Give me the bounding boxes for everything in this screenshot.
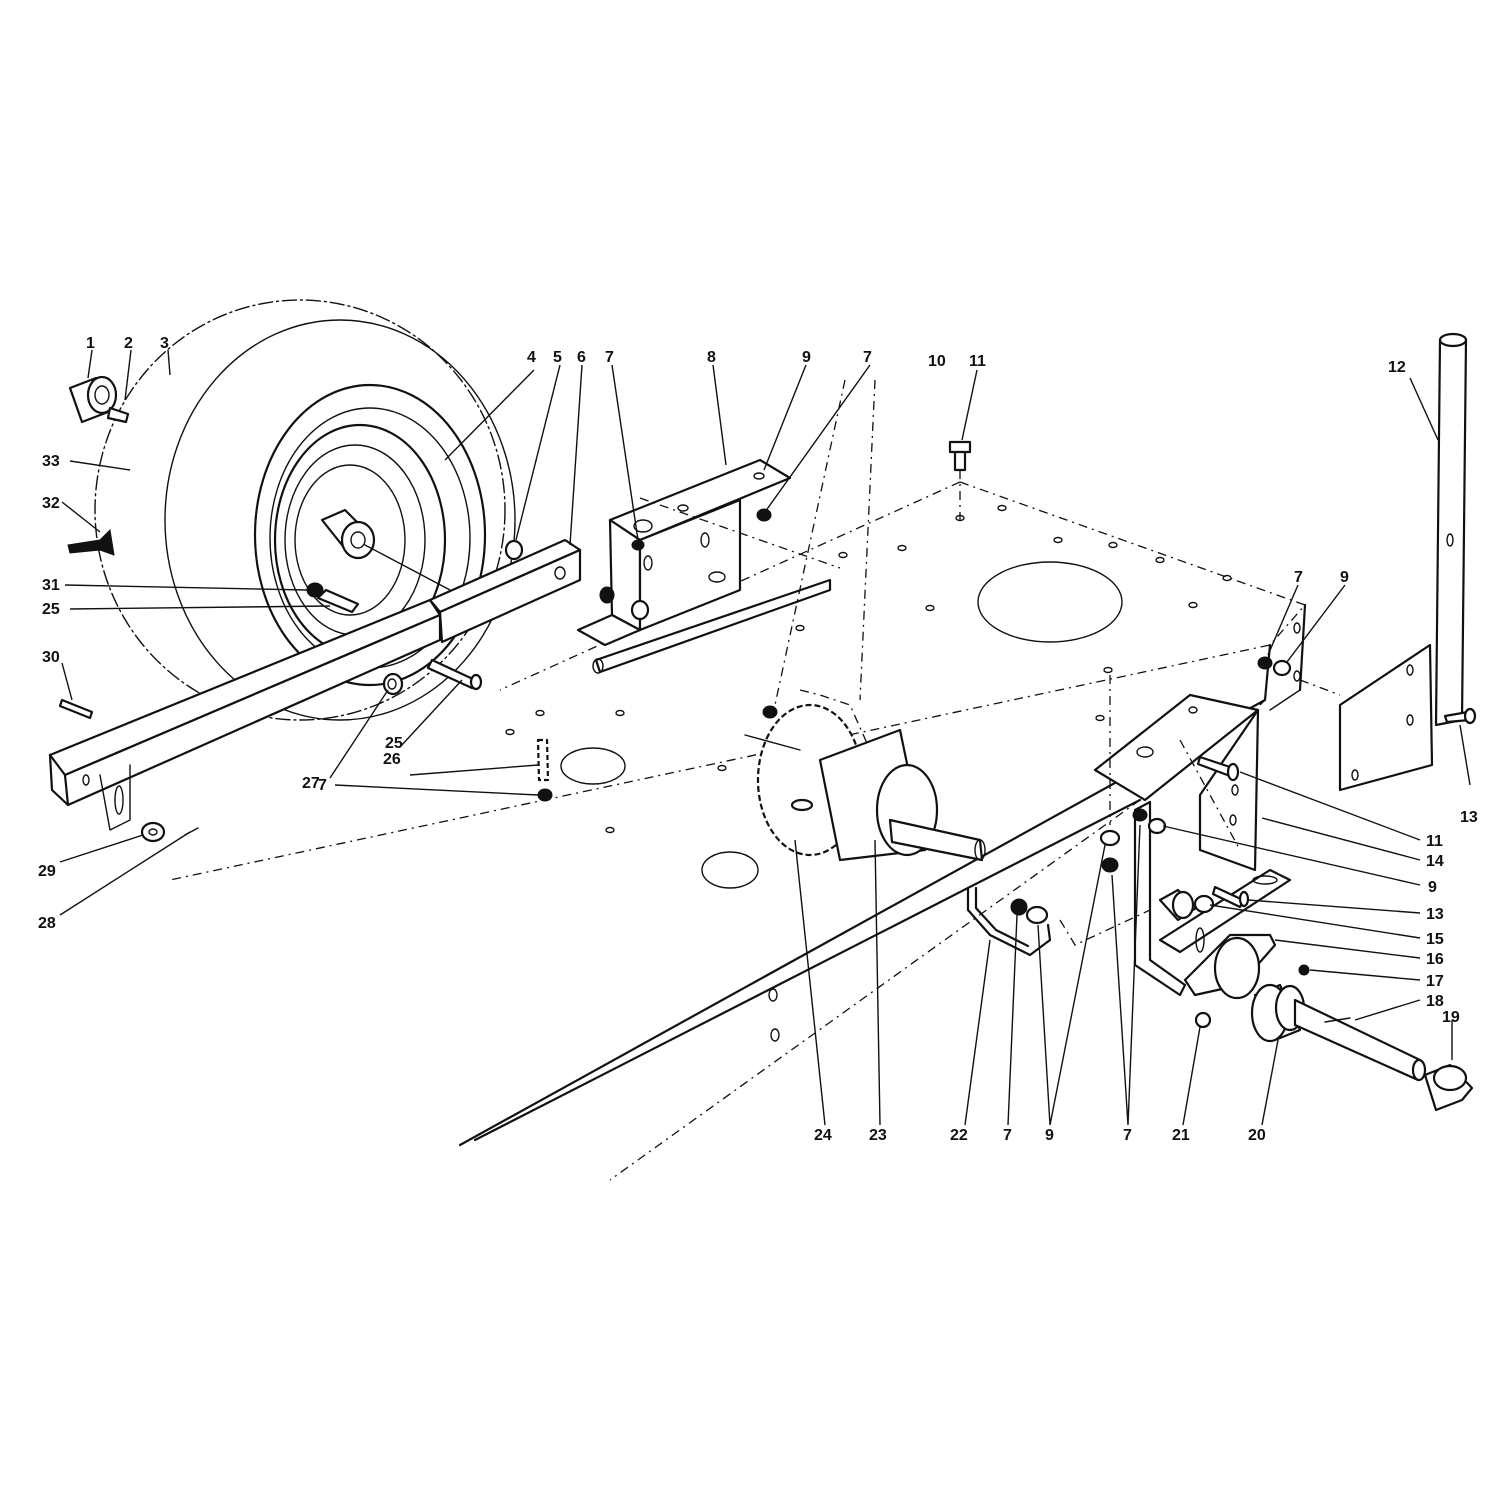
callout-2: 2 [124, 335, 133, 352]
callout-7: 7 [318, 777, 327, 794]
callout-4: 4 [527, 349, 536, 366]
bolt-26 [426, 658, 477, 690]
callout-27: 27 [302, 775, 320, 792]
post-tube [1434, 338, 1468, 727]
pin-25 [316, 588, 360, 614]
nut-7a [631, 539, 645, 551]
callout-7: 7 [1003, 1127, 1012, 1144]
callout-25: 25 [42, 601, 60, 618]
nut-7h [1010, 898, 1028, 916]
callout-20: 20 [1248, 1127, 1266, 1144]
axle-rod [594, 578, 832, 674]
callout-8: 8 [707, 349, 716, 366]
bracket-14 [1093, 656, 1292, 997]
callout-31: 31 [42, 577, 60, 594]
washer-9d [1025, 905, 1049, 925]
nut-21 [1194, 1011, 1212, 1029]
nut-7b [756, 508, 772, 522]
tire-33 [94, 299, 506, 721]
callout-28: 28 [38, 915, 56, 932]
callout-14: 14 [1426, 853, 1444, 870]
bracket-13-slot [1158, 868, 1292, 954]
callout-1: 1 [86, 335, 95, 352]
plate [1338, 643, 1434, 792]
callout-9: 9 [1340, 569, 1349, 586]
callout-32: 32 [42, 495, 60, 512]
callout-25: 25 [385, 735, 403, 752]
rim-outer [253, 383, 487, 687]
callout-29: 29 [38, 863, 56, 880]
shaft [1293, 998, 1422, 1082]
callout-9: 9 [1045, 1127, 1054, 1144]
callout-5: 5 [553, 349, 562, 366]
nut-7d [762, 705, 778, 719]
axle-bracket-front [48, 598, 442, 777]
washer-9e [1099, 829, 1121, 847]
bolt-13b [1211, 885, 1245, 909]
deck-opening-front [701, 851, 759, 889]
nut-7f [1132, 808, 1148, 822]
wheel-assembly [67, 299, 516, 721]
callout-30: 30 [42, 649, 60, 666]
nut-5 [504, 539, 524, 561]
nut-7c [537, 788, 553, 802]
leader-lines [59, 349, 1471, 1126]
callout-13: 13 [1460, 809, 1478, 826]
callout-12: 12 [1388, 359, 1406, 376]
pin-25b [536, 738, 550, 782]
callout-18: 18 [1426, 993, 1444, 1010]
mount-bracket-8 [576, 458, 841, 647]
deck-opening-large [977, 561, 1123, 643]
callout-11: 11 [1426, 833, 1443, 850]
callout-3: 3 [160, 335, 169, 352]
callout-33: 33 [42, 453, 60, 470]
callout-7: 7 [1294, 569, 1303, 586]
callout-21: 21 [1172, 1127, 1190, 1144]
callout-17: 17 [1426, 973, 1444, 990]
callout-19: 19 [1442, 1009, 1460, 1026]
bolt-11-top [948, 440, 972, 520]
axle-brackets [48, 538, 832, 843]
callout-9: 9 [802, 349, 811, 366]
callout-7: 7 [605, 349, 614, 366]
callout-labels: 1 2 3 4 5 6 7 8 9 7 10 11 12 33 32 31 25… [38, 335, 1478, 1144]
post-12 [1299, 332, 1477, 792]
callout-24: 24 [814, 1127, 832, 1144]
rod-22 [966, 886, 1151, 957]
nut-7g [1101, 857, 1119, 873]
bolt-30 [58, 698, 94, 720]
valve-stem-2 [106, 406, 130, 424]
nut-7e [1257, 656, 1273, 670]
callout-23: 23 [869, 1127, 887, 1144]
callout-9: 9 [1428, 879, 1437, 896]
washer-29 [140, 821, 166, 843]
valve-32 [67, 528, 115, 556]
sprocket-assembly [744, 379, 986, 862]
key-18 [1324, 1017, 1351, 1023]
deck-opening-left [560, 747, 626, 785]
sprocket-teeth-10 [799, 689, 871, 751]
tire-sidewall [164, 319, 516, 721]
set-screw-17 [1298, 964, 1310, 976]
callout-22: 22 [950, 1127, 968, 1144]
callout-7: 7 [863, 349, 872, 366]
callout-7: 7 [1123, 1127, 1132, 1144]
spacer-27 [382, 672, 404, 696]
callout-15: 15 [1426, 931, 1444, 948]
callout-16: 16 [1426, 951, 1444, 968]
bearing-assembly [1158, 868, 1474, 1112]
callout-26: 26 [383, 751, 401, 768]
callout-13: 13 [1426, 906, 1444, 923]
callout-10: 10 [928, 353, 946, 370]
callout-6: 6 [577, 349, 586, 366]
callout-11: 11 [969, 353, 986, 370]
